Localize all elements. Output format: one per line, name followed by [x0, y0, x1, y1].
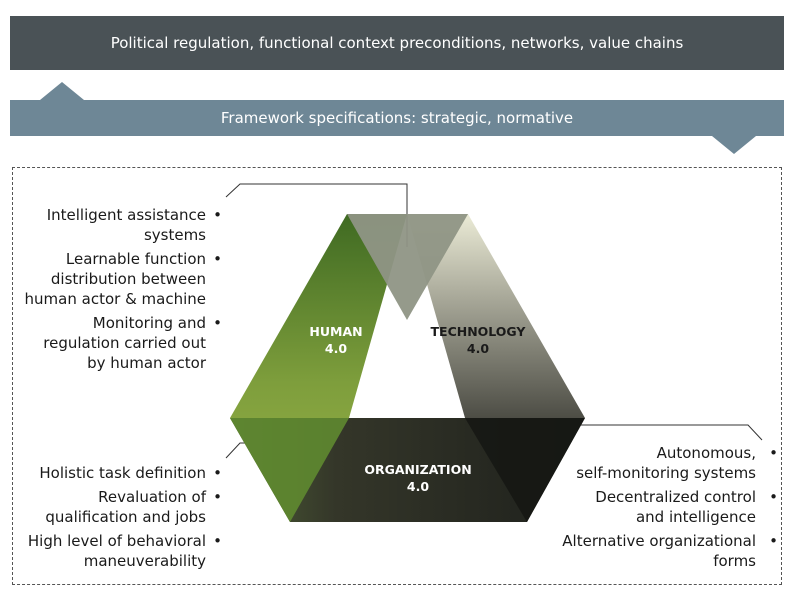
list-item: Intelligent assistance systems	[16, 205, 222, 245]
list-item: Alternative organizational forms	[520, 531, 778, 571]
top-banner: Political regulation, functional context…	[10, 16, 784, 70]
technology-version: 4.0	[467, 341, 489, 356]
dashed-frame	[12, 167, 782, 585]
list-item: Monitoring and regulation carried out by…	[16, 313, 222, 373]
list-item-text: High level of behavioral maneuverability	[27, 532, 206, 570]
list-item-text: Holistic task definition	[39, 464, 206, 482]
list-item-text: Revaluation of qualification and jobs	[45, 488, 206, 526]
list-item-text: Decentralized control and intelligence	[595, 488, 756, 526]
human-feature-list: Intelligent assistance systems Learnable…	[16, 205, 222, 377]
human-label: HUMAN	[309, 324, 362, 339]
down-arrow-notch	[712, 136, 756, 154]
list-item-text: Learnable function distribution between …	[24, 250, 206, 308]
list-item: Revaluation of qualification and jobs	[16, 487, 222, 527]
up-arrow-notch	[40, 82, 84, 100]
list-item: Holistic task definition	[16, 463, 222, 483]
organization-label: ORGANIZATION	[364, 462, 471, 477]
human-technology-overlap	[347, 214, 468, 320]
top-banner-text: Political regulation, functional context…	[110, 34, 684, 52]
list-item: High level of behavioral maneuverability	[16, 531, 222, 571]
list-item: Learnable function distribution between …	[16, 249, 222, 309]
human-version: 4.0	[325, 341, 347, 356]
list-item: Autonomous, self-monitoring systems	[520, 443, 778, 483]
tech-leader-line	[580, 424, 763, 441]
technology-feature-list: Autonomous, self-monitoring systems Dece…	[520, 443, 778, 575]
list-item-text: Autonomous, self-monitoring systems	[576, 444, 756, 482]
organization-feature-list: Holistic task definition Revaluation of …	[16, 463, 222, 575]
technology-band	[407, 214, 585, 418]
framework-banner-text: Framework specifications: strategic, nor…	[220, 109, 574, 127]
list-item-text: Intelligent assistance systems	[46, 206, 206, 244]
framework-banner: Framework specifications: strategic, nor…	[10, 100, 784, 136]
organization-version: 4.0	[407, 479, 429, 494]
inner-triangle	[349, 320, 465, 418]
list-item-text: Alternative organizational forms	[562, 532, 756, 570]
list-item: Decentralized control and intelligence	[520, 487, 778, 527]
list-item-text: Monitoring and regulation carried out by…	[43, 314, 206, 372]
human-organization-overlap	[230, 418, 349, 522]
technology-label: TECHNOLOGY	[431, 324, 527, 339]
